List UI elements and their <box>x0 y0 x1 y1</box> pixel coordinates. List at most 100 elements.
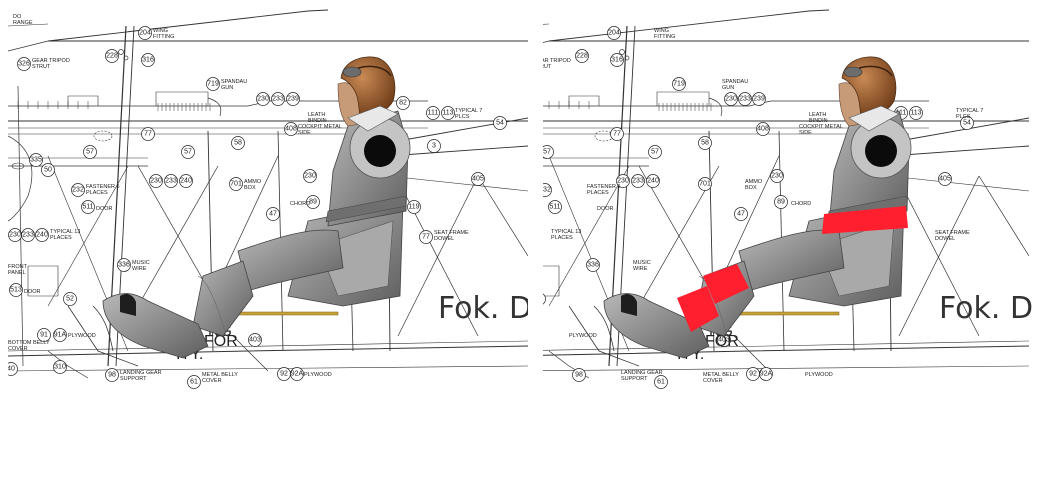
part-callout: 58 <box>231 136 245 150</box>
part-callout: 204 <box>138 26 152 40</box>
annotation-label: DOOR <box>597 206 614 212</box>
svg-text:77: 77 <box>144 131 152 138</box>
svg-text:82: 82 <box>399 100 407 107</box>
svg-text:240: 240 <box>180 178 192 185</box>
part-callout: 240 <box>179 174 193 188</box>
part-callout: 701 <box>229 177 243 191</box>
svg-text:232: 232 <box>72 187 84 194</box>
part-callout: 233 <box>21 228 35 242</box>
part-callout: 92 <box>277 367 291 381</box>
svg-text:54: 54 <box>496 120 504 127</box>
part-callout: 77 <box>141 127 155 141</box>
part-callout: 719 <box>672 77 686 91</box>
svg-text:405: 405 <box>939 176 951 183</box>
svg-text:239: 239 <box>287 96 299 103</box>
part-callout: 233 <box>738 92 752 106</box>
svg-text:61: 61 <box>657 379 665 386</box>
svg-text:719: 719 <box>207 81 219 88</box>
svg-text:89: 89 <box>777 199 785 206</box>
svg-text:52: 52 <box>66 296 74 303</box>
svg-text:204: 204 <box>139 30 151 37</box>
part-callout: 233 <box>271 92 285 106</box>
part-callout: 240 <box>35 228 49 242</box>
svg-text:57: 57 <box>543 149 551 156</box>
part-callout: 57 <box>543 145 554 159</box>
svg-text:240: 240 <box>36 232 48 239</box>
part-callout: 77 <box>419 230 433 244</box>
svg-text:92A: 92A <box>760 371 773 378</box>
part-callout: 54 <box>960 116 974 130</box>
svg-text:335: 335 <box>30 157 42 164</box>
blueprint-lines <box>8 9 528 379</box>
part-callout: 239 <box>752 92 766 106</box>
svg-text:47: 47 <box>737 211 745 218</box>
part-callout: 240 <box>646 174 660 188</box>
pilot-figure <box>102 56 411 359</box>
svg-text:233: 233 <box>739 96 751 103</box>
svg-text:57: 57 <box>86 149 94 156</box>
part-callout: 326 <box>17 57 31 71</box>
svg-text:111: 111 <box>896 110 907 117</box>
svg-text:3: 3 <box>432 143 436 150</box>
part-callout: 310 <box>53 360 67 374</box>
svg-text:61: 61 <box>190 379 198 386</box>
svg-text:230: 230 <box>9 232 21 239</box>
part-callout: 232 <box>543 183 552 197</box>
svg-text:513: 513 <box>10 287 22 294</box>
part-callout: 204 <box>607 26 621 40</box>
part-callout: 228 <box>575 49 589 63</box>
svg-text:77: 77 <box>613 131 621 138</box>
svg-text:233: 233 <box>632 178 644 185</box>
part-callout: 336 <box>586 258 600 272</box>
svg-text:92A: 92A <box>291 371 304 378</box>
svg-text:403: 403 <box>718 337 730 344</box>
svg-text:233: 233 <box>165 178 177 185</box>
svg-text:54: 54 <box>963 120 971 127</box>
annotation-label: DOOR <box>24 289 41 295</box>
annotation-label: FOR <box>204 333 238 350</box>
part-callout: 40 <box>8 362 18 376</box>
blueprint-drawing: 2042283167192302332398240811111354577758… <box>543 9 1040 389</box>
part-callout: 335 <box>29 153 43 167</box>
svg-text:405: 405 <box>472 176 484 183</box>
svg-text:57: 57 <box>651 149 659 156</box>
part-callout: 47 <box>734 207 748 221</box>
svg-text:511: 511 <box>549 204 560 211</box>
svg-text:228: 228 <box>576 53 588 60</box>
part-callout: 113 <box>909 106 923 120</box>
svg-text:316: 316 <box>142 57 154 64</box>
part-callout: 701 <box>698 177 712 191</box>
part-callout: 230 <box>303 169 317 183</box>
svg-text:336: 336 <box>587 262 599 269</box>
part-callout: 230 <box>770 169 784 183</box>
svg-text:233: 233 <box>22 232 34 239</box>
svg-text:40: 40 <box>8 366 15 373</box>
part-callout: 119 <box>407 200 421 214</box>
svg-text:91A: 91A <box>54 332 67 339</box>
fokker-lettering: Fok. D V <box>939 291 1040 326</box>
annotation-label: DOOR <box>96 206 113 212</box>
part-callout: 58 <box>698 136 712 150</box>
knee-band-highlight <box>703 264 749 304</box>
part-callout: 405 <box>471 172 485 186</box>
svg-text:98: 98 <box>575 372 583 379</box>
part-callout: 92A <box>290 367 304 381</box>
svg-text:719: 719 <box>673 81 685 88</box>
svg-text:408: 408 <box>285 126 297 133</box>
annotation-label: CHORD <box>791 201 811 207</box>
